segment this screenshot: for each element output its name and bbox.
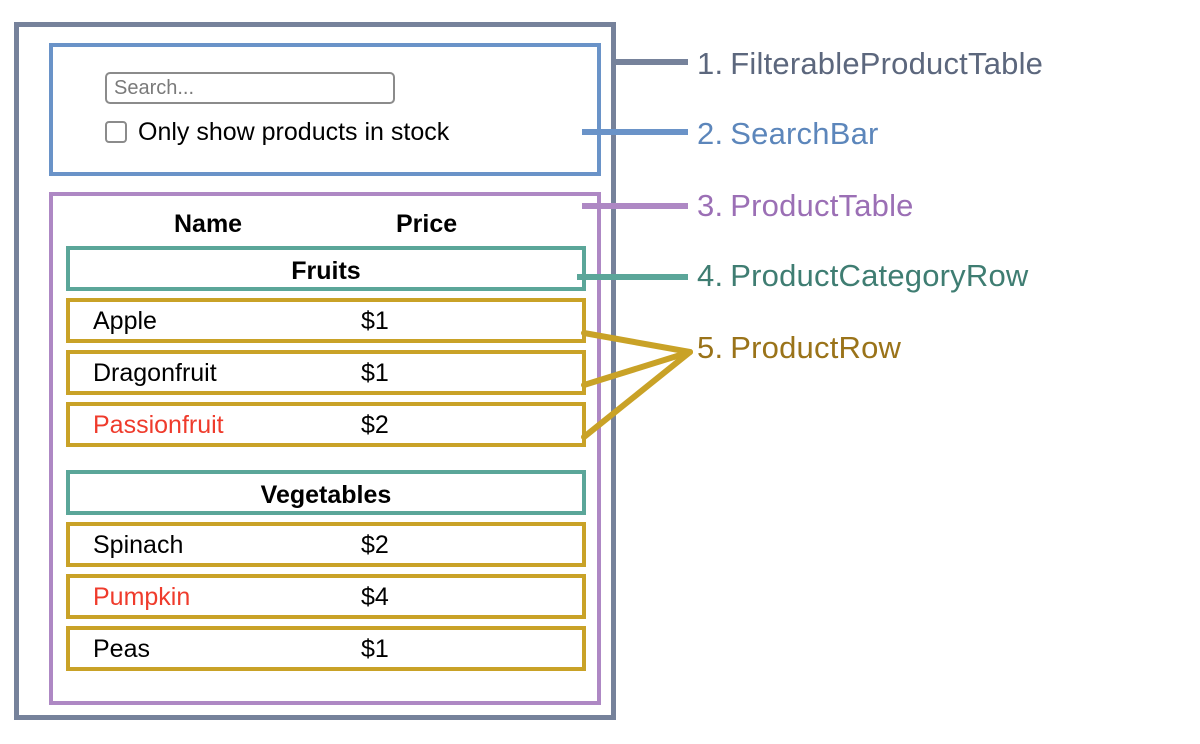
product-name: Apple — [93, 307, 157, 335]
annotation-number-2: 2. — [697, 116, 724, 151]
annotation-label-5: 5.ProductRow — [697, 330, 901, 366]
product-price: $1 — [361, 635, 389, 663]
product-row: Peas $1 — [66, 626, 586, 671]
product-category-label: Vegetables — [260, 481, 392, 509]
annotation-name-5: ProductRow — [730, 330, 902, 365]
column-header-price: Price — [396, 210, 458, 238]
product-name: Pumpkin — [93, 583, 191, 611]
annotation-name-1: FilterableProductTable — [730, 46, 1044, 81]
product-name: Dragonfruit — [93, 359, 217, 387]
annotation-number-1: 1. — [697, 46, 724, 81]
product-price: $1 — [361, 307, 389, 335]
only-in-stock-checkbox-row[interactable]: Only show products in stock — [105, 119, 449, 145]
product-row: Spinach $2 — [66, 522, 586, 567]
annotation-name-4: ProductCategoryRow — [730, 258, 1029, 293]
category-group-spacer — [66, 454, 586, 470]
annotation-number-3: 3. — [697, 188, 724, 223]
product-name: Passionfruit — [93, 411, 224, 439]
product-price: $2 — [361, 411, 389, 439]
product-category-label: Fruits — [291, 257, 361, 285]
product-row: Dragonfruit $1 — [66, 350, 586, 395]
product-row: Apple $1 — [66, 298, 586, 343]
product-name: Peas — [93, 635, 150, 663]
search-bar-box: Only show products in stock — [49, 43, 601, 176]
search-input[interactable] — [105, 72, 395, 104]
column-header-name: Name — [174, 210, 243, 238]
product-row: Pumpkin $4 — [66, 574, 586, 619]
annotation-label-2: 2.SearchBar — [697, 116, 879, 152]
filterable-product-table-box: Only show products in stock Name Price F… — [14, 22, 616, 720]
annotation-label-4: 4.ProductCategoryRow — [697, 258, 1029, 294]
annotation-label-3: 3.ProductTable — [697, 188, 914, 224]
product-category-row: Fruits — [66, 246, 586, 291]
product-table-box: Name Price Fruits Apple $1 Dragonfruit $… — [49, 192, 601, 705]
product-price: $1 — [361, 359, 389, 387]
product-category-row: Vegetables — [66, 470, 586, 515]
product-price: $4 — [361, 583, 389, 611]
annotation-name-3: ProductTable — [730, 188, 914, 223]
only-in-stock-label: Only show products in stock — [138, 118, 450, 146]
annotation-number-5: 5. — [697, 330, 724, 365]
annotation-number-4: 4. — [697, 258, 724, 293]
product-name: Spinach — [93, 531, 184, 559]
annotation-label-1: 1.FilterableProductTable — [697, 46, 1043, 82]
product-row: Passionfruit $2 — [66, 402, 586, 447]
product-table-header-row: Name Price — [66, 204, 586, 246]
annotation-name-2: SearchBar — [730, 116, 879, 151]
product-table-inner: Name Price Fruits Apple $1 Dragonfruit $… — [66, 204, 586, 678]
product-price: $2 — [361, 531, 389, 559]
checkbox-icon[interactable] — [105, 121, 127, 143]
